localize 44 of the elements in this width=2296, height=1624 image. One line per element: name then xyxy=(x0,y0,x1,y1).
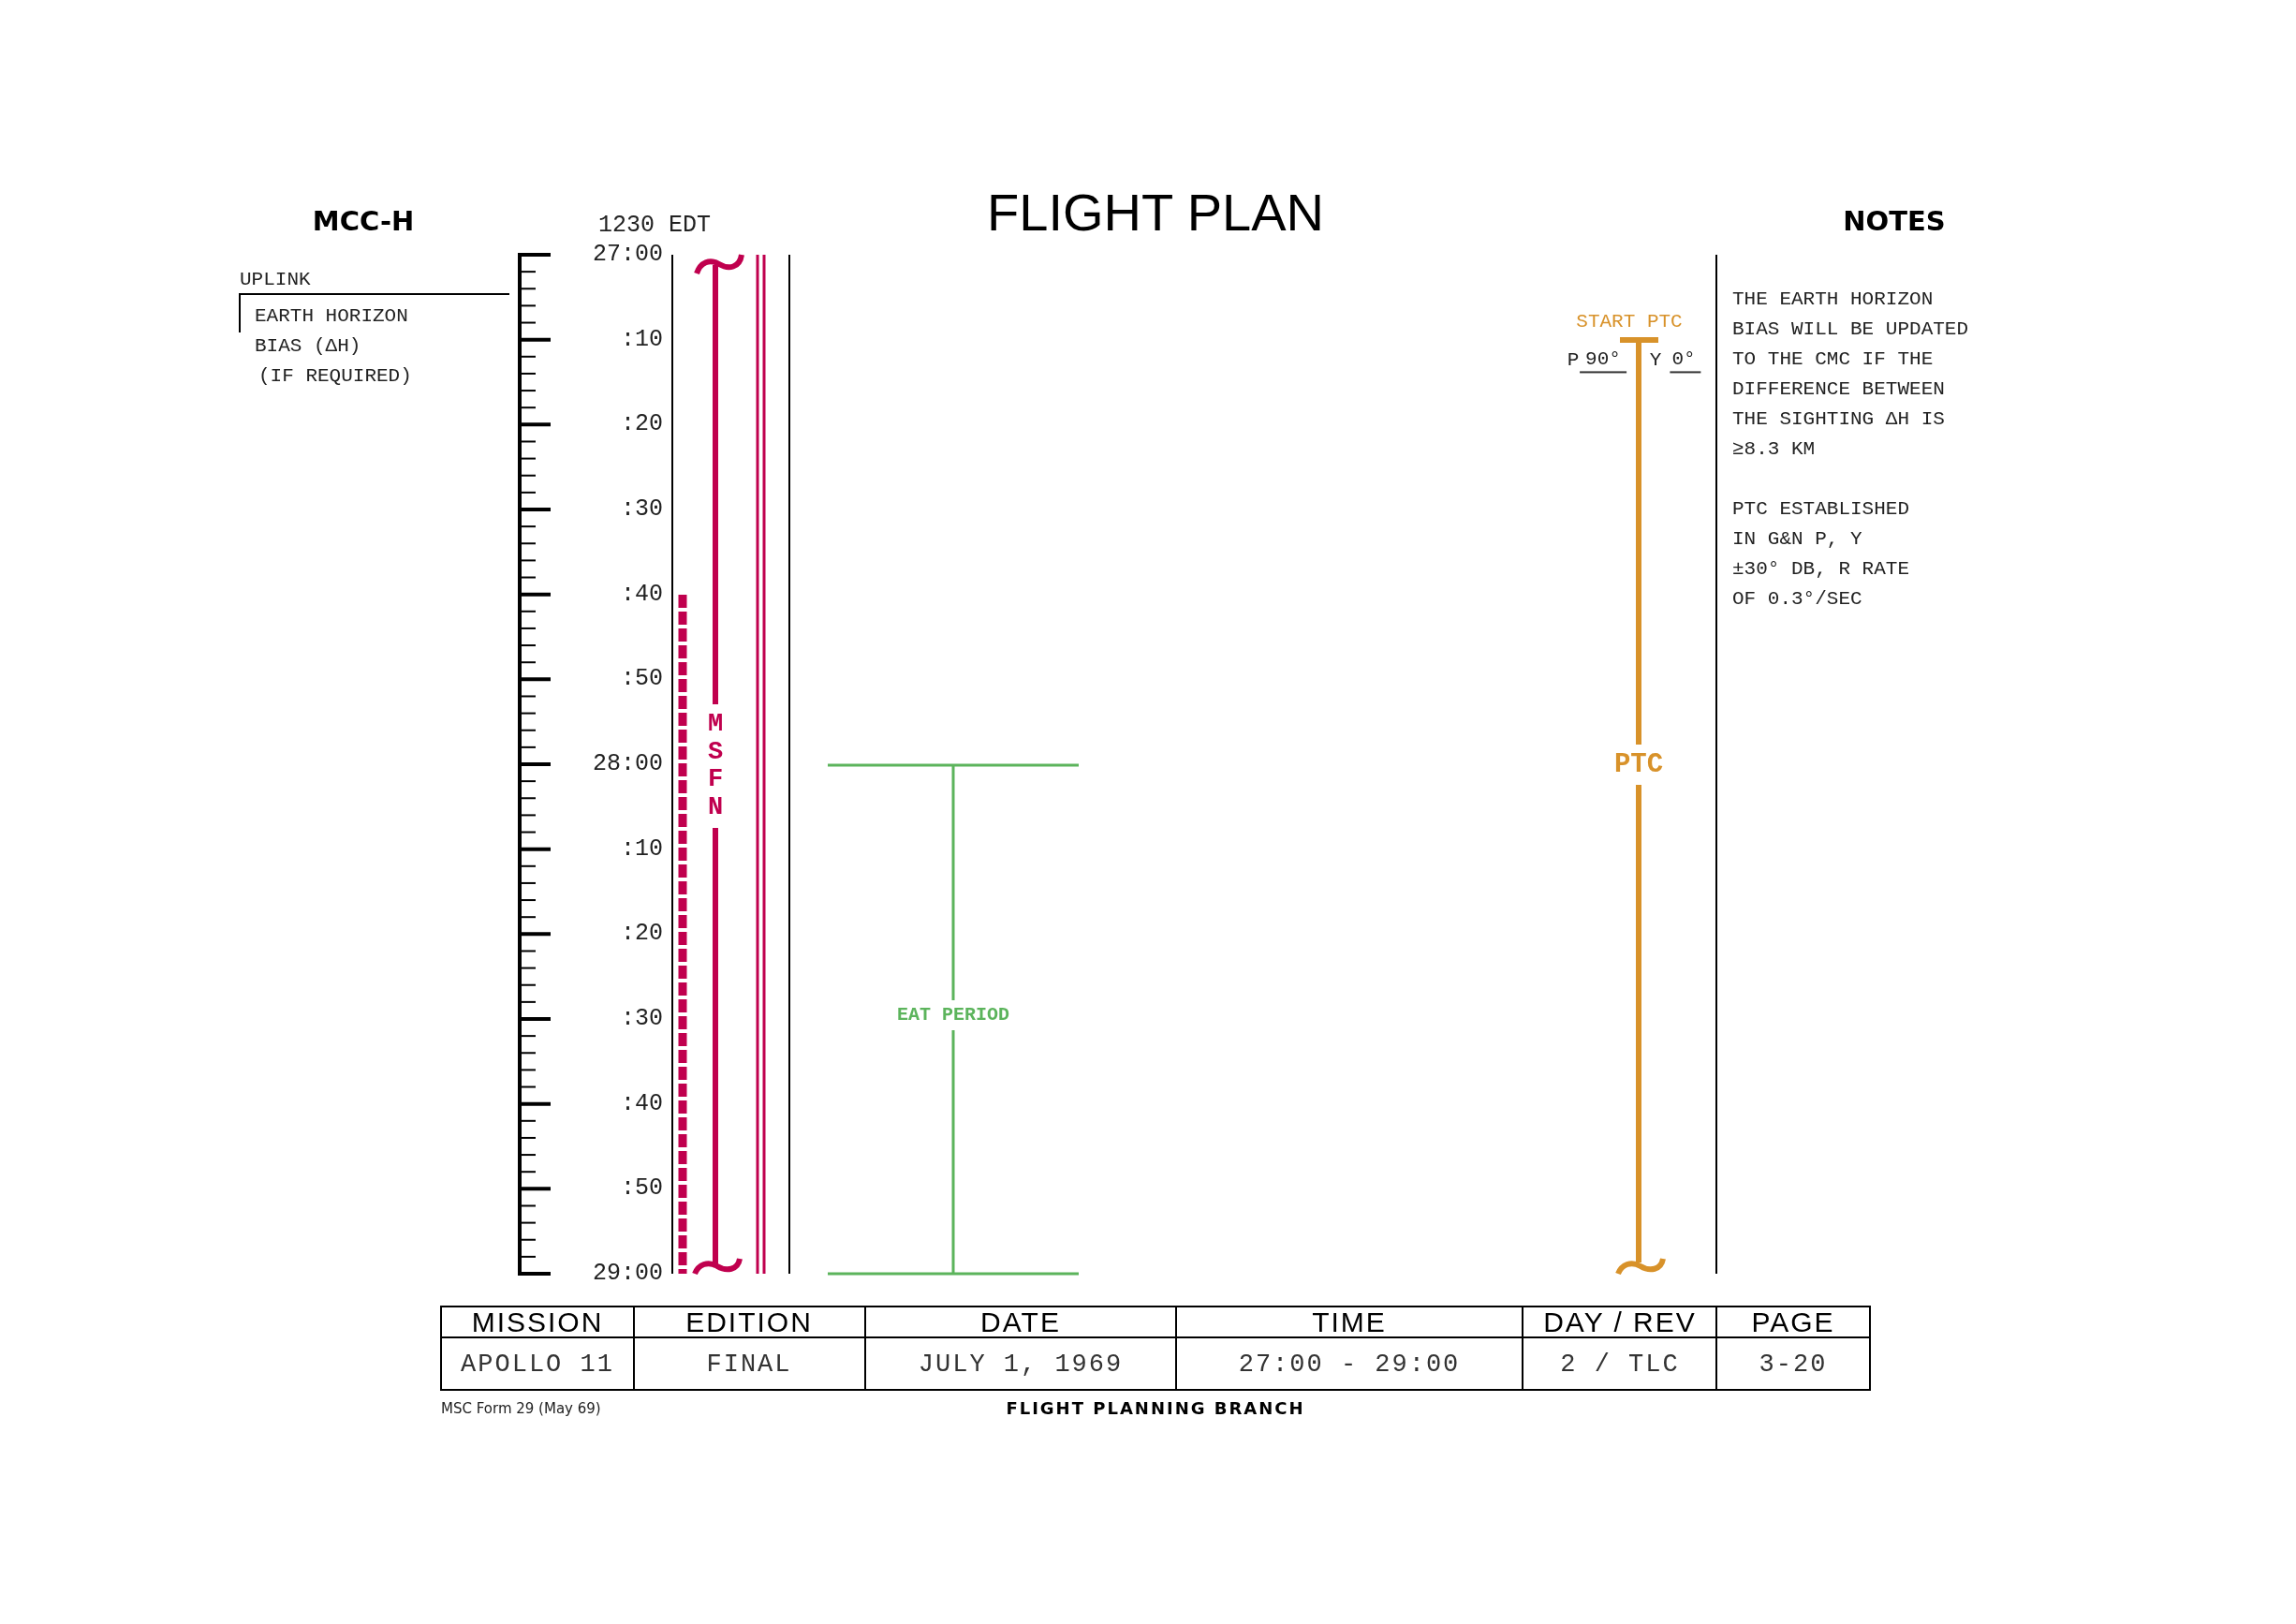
time-label: 28:00 xyxy=(593,750,663,778)
uplink-item: EARTH HORIZON BIAS (ΔH) xyxy=(255,304,409,359)
time-label: :40 xyxy=(621,1089,663,1118)
column-header: DAY / REV xyxy=(1543,1306,1697,1339)
time-label: :40 xyxy=(621,580,663,609)
time-label: 29:00 xyxy=(593,1260,663,1288)
field-value: FINAL xyxy=(706,1349,792,1380)
angle-value: 0° xyxy=(1670,347,1701,374)
event-label: START PTC xyxy=(1576,310,1683,334)
section-heading: MCC-H xyxy=(312,204,415,238)
column-header: MISSION xyxy=(471,1306,604,1339)
period-label: EAT PERIOD xyxy=(897,1004,1009,1026)
time-label: :10 xyxy=(621,834,663,864)
station-label: MSFN xyxy=(706,710,725,822)
time-label: :50 xyxy=(621,665,663,694)
time-label: :10 xyxy=(621,325,663,354)
section-heading: NOTES xyxy=(1843,204,1946,238)
axis-label: Y xyxy=(1649,348,1662,373)
time-label: :50 xyxy=(621,1174,663,1203)
column-header: TIME xyxy=(1312,1306,1387,1339)
time-label: :30 xyxy=(621,495,663,524)
field-value: 3-20 xyxy=(1759,1349,1828,1380)
form-number: MSC Form 29 (May 69) xyxy=(441,1400,601,1417)
uplink-note: (IF REQUIRED) xyxy=(258,364,412,389)
note-text: PTC ESTABLISHED IN G&N P, Y ±30° DB, R RATE OF 0.3°/SEC xyxy=(1732,497,1911,612)
time-label: 1230 EDT xyxy=(598,212,711,240)
angle-value: 90° xyxy=(1580,347,1626,374)
time-label: 27:00 xyxy=(593,241,663,269)
note-text: THE EARTH HORIZON BIAS WILL BE UPDATED TO THE CMC IF THE DIFFERENCE BETWEEN THE SIGHTING ΔH IS ≥8.3 KM xyxy=(1732,288,1970,462)
column-header: PAGE xyxy=(1751,1306,1835,1339)
column-header: DATE xyxy=(980,1306,1061,1339)
field-value: JULY 1, 1969 xyxy=(918,1349,1124,1380)
time-label: :20 xyxy=(621,920,663,949)
period-label: PTC xyxy=(1613,748,1664,782)
footer-text: FLIGHT PLANNING BRANCH xyxy=(1006,1398,1305,1419)
column-header: EDITION xyxy=(685,1306,813,1339)
field-value: APOLLO 11 xyxy=(461,1349,614,1380)
field-value: 2 / TLC xyxy=(1560,1349,1680,1380)
field-value: 27:00 - 29:00 xyxy=(1238,1349,1461,1380)
time-label: :30 xyxy=(621,1005,663,1033)
axis-label: P xyxy=(1567,348,1580,373)
category-label: UPLINK xyxy=(240,268,311,292)
time-label: :20 xyxy=(621,410,663,439)
page-title: FLIGHT PLAN xyxy=(987,182,1324,244)
